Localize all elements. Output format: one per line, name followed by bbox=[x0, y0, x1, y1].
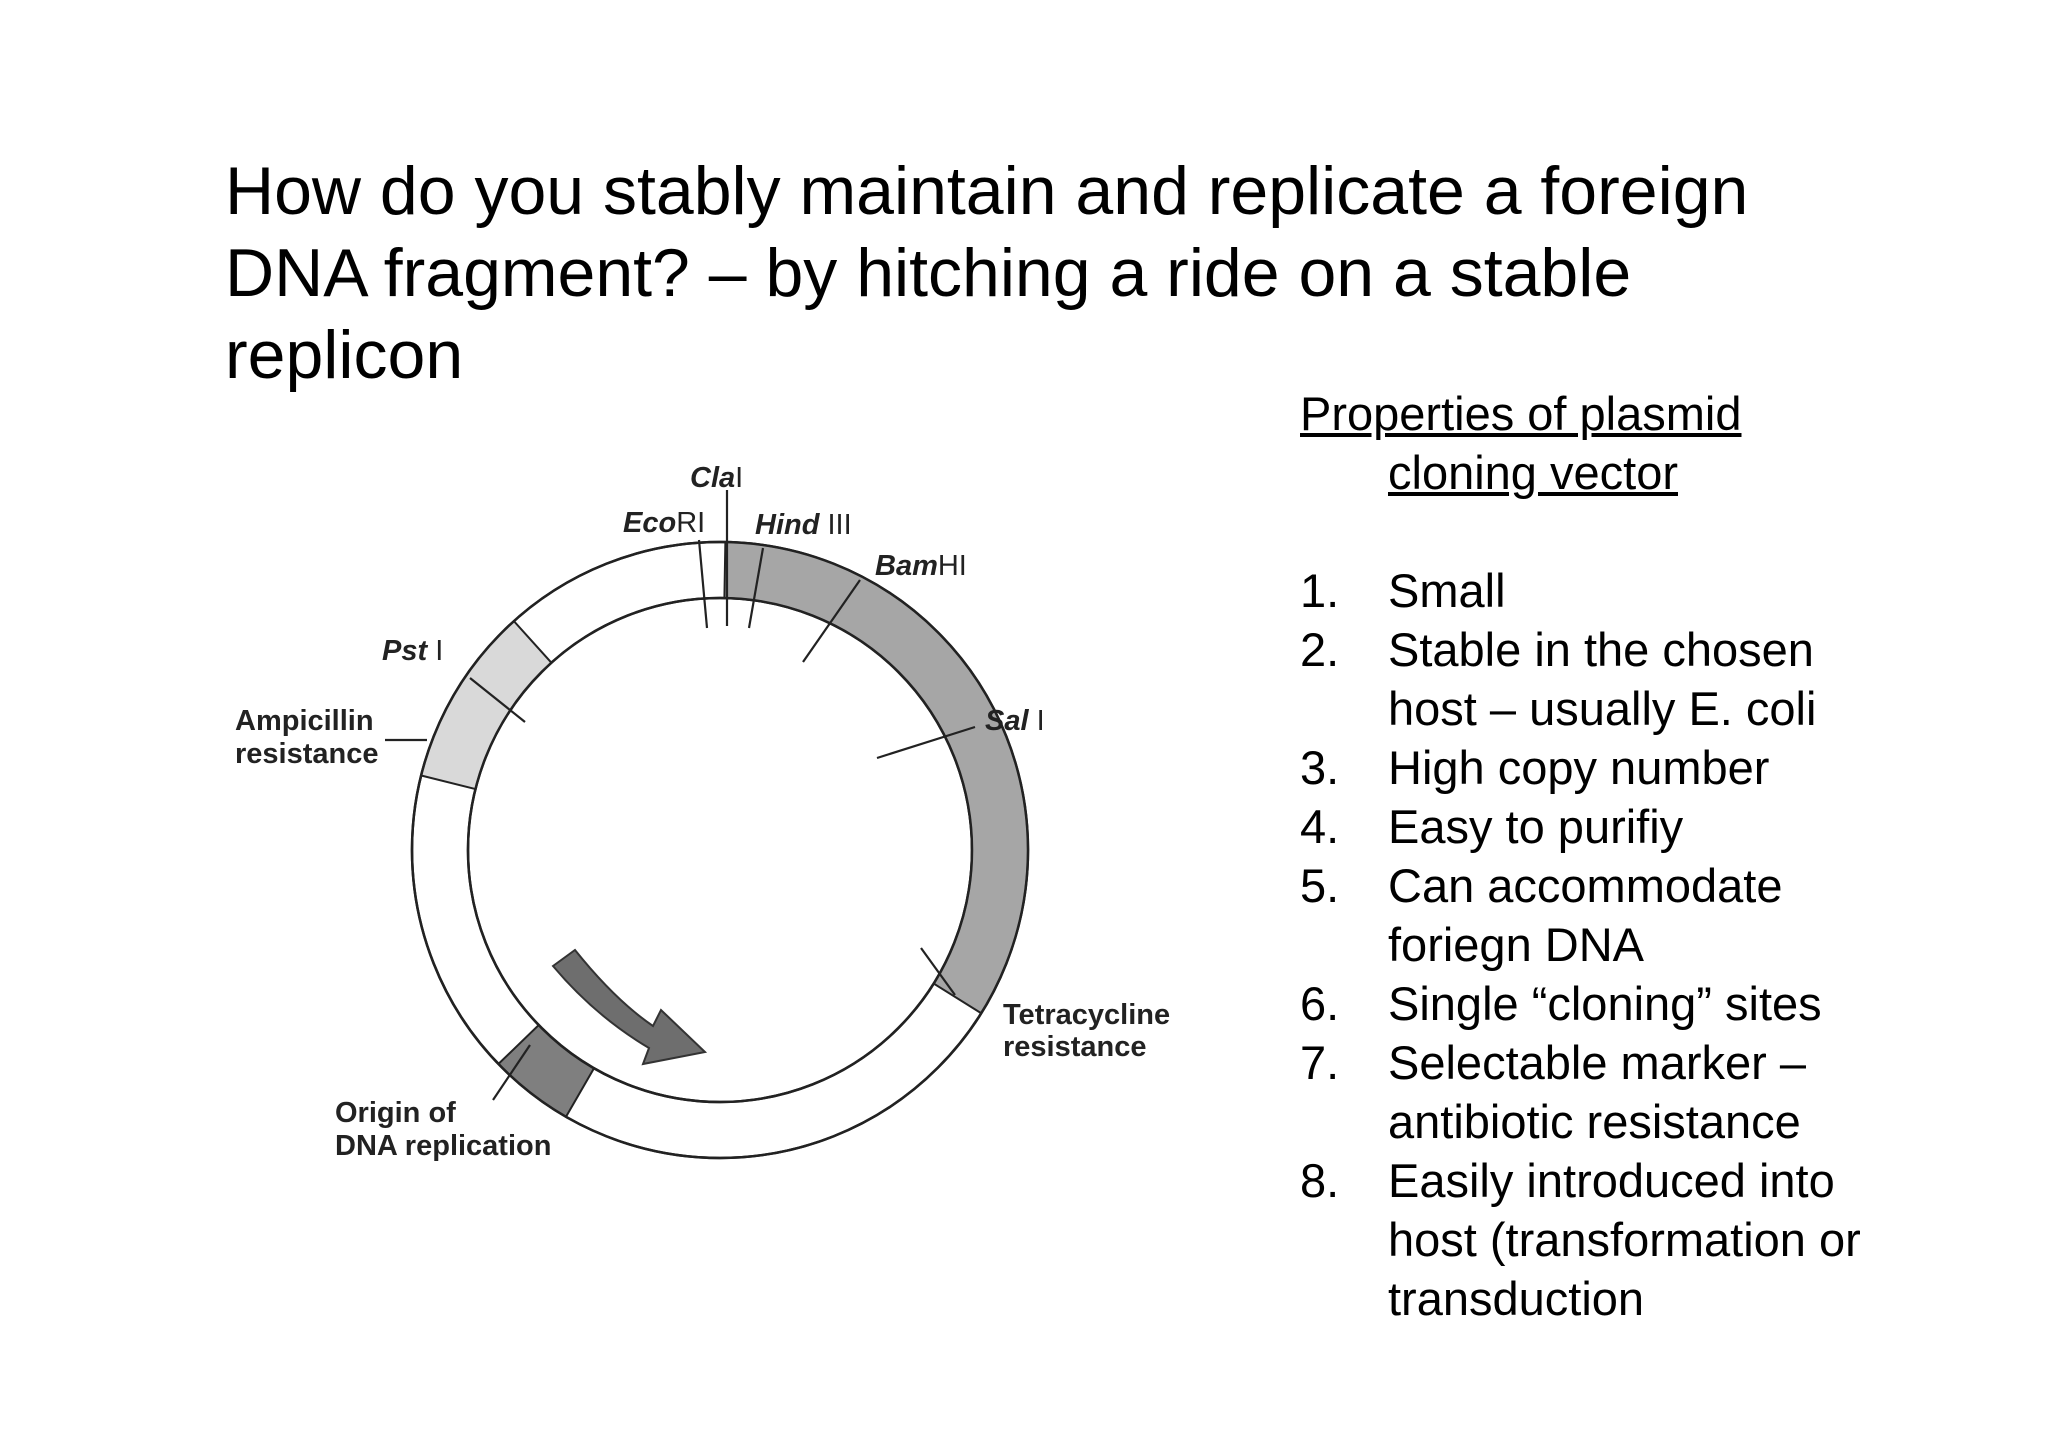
item-text: Selectable marker –antibiotic resistance bbox=[1388, 1036, 1806, 1148]
item-number: 3. bbox=[1300, 741, 1340, 794]
plasmid-map-svg: ClaI EcoRI Hind III BamHI Sal I Pst I Am… bbox=[235, 462, 1170, 1162]
item-number: 6. bbox=[1300, 977, 1340, 1030]
ecori-line bbox=[697, 539, 709, 629]
replication-direction-arrow bbox=[551, 948, 708, 1066]
sali-label: Sal I bbox=[985, 705, 1045, 737]
origin-pointer bbox=[492, 1044, 531, 1101]
item-number: 2. bbox=[1300, 623, 1340, 676]
tetracycline-resistance-segment bbox=[723, 541, 1029, 1015]
clai-label: ClaI bbox=[690, 462, 743, 494]
properties-heading-line1: Properties of plasmid bbox=[1300, 387, 1742, 440]
item-number: 7. bbox=[1300, 1036, 1340, 1089]
origin-label-line2: DNA replication bbox=[335, 1130, 551, 1162]
tetracycline-pointer bbox=[920, 947, 956, 996]
ecori-label: EcoRI bbox=[623, 507, 705, 539]
properties-heading: Properties of plasmid cloning vector bbox=[1300, 384, 2020, 502]
hindiii-label: Hind III bbox=[755, 509, 852, 541]
ampicillin-label-line1: Ampicillin bbox=[235, 705, 374, 737]
hindiii-line bbox=[747, 547, 765, 629]
sali-line bbox=[876, 725, 976, 760]
slide-title: How do you stably maintain and replicate… bbox=[225, 153, 1749, 393]
item-number: 5. bbox=[1300, 859, 1340, 912]
psti-label: Pst I bbox=[382, 635, 443, 667]
item-text: Single “cloning” sites bbox=[1388, 977, 1822, 1030]
ring-inner-edge bbox=[466, 596, 974, 1104]
list-item: 6. Single “cloning” sites bbox=[1300, 974, 2020, 1033]
list-item: 4. Easy to purifiy bbox=[1300, 797, 2020, 856]
plasmid-diagram: ClaI EcoRI Hind III BamHI Sal I Pst I Am… bbox=[175, 460, 1285, 1200]
list-item: 3. High copy number bbox=[1300, 738, 2020, 797]
item-number: 4. bbox=[1300, 800, 1340, 853]
bamhi-label: BamHI bbox=[875, 550, 967, 582]
list-item: 1. Small bbox=[1300, 561, 2020, 620]
site-marker-lines bbox=[385, 490, 976, 1101]
properties-heading-line2: cloning vector bbox=[1388, 446, 1678, 499]
item-text: High copy number bbox=[1388, 741, 1770, 794]
bamhi-line bbox=[802, 579, 861, 663]
item-text: Easy to purifiy bbox=[1388, 800, 1684, 853]
psti-line bbox=[469, 677, 526, 723]
plasmid-ring bbox=[410, 540, 1030, 1160]
tetracycline-label-line1: Tetracycline bbox=[1003, 999, 1170, 1031]
item-number: 8. bbox=[1300, 1154, 1340, 1207]
item-text: Small bbox=[1388, 564, 1506, 617]
properties-panel: Properties of plasmid cloning vector 1. S… bbox=[1300, 384, 2020, 1328]
ampicillin-label-line2: resistance bbox=[235, 738, 379, 770]
item-number: 1. bbox=[1300, 564, 1340, 617]
tetracycline-label-line2: resistance bbox=[1003, 1031, 1147, 1063]
ring-outer-edge bbox=[410, 540, 1030, 1160]
origin-label-line1: Origin of bbox=[335, 1097, 456, 1129]
list-item: 7. Selectable marker –antibiotic resistan… bbox=[1300, 1033, 2020, 1151]
